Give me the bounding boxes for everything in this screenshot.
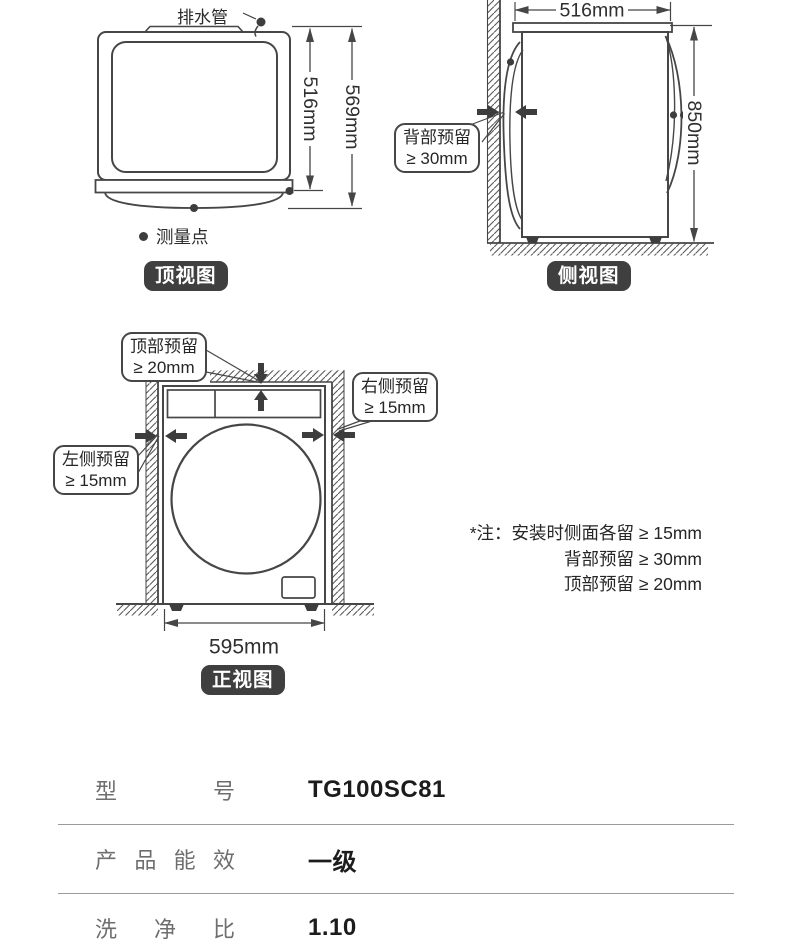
callout-left-line1: 左侧预留 (62, 450, 130, 469)
measure-point-dot-icon (139, 232, 148, 241)
service-flap (281, 576, 316, 599)
gap-arrow-right-icon (135, 429, 157, 443)
gap-arrow-right-icon (302, 428, 324, 442)
side-view-dim-width: 516mm (559, 0, 624, 22)
top-wall-hatch (210, 370, 344, 382)
gap-arrow-left-icon (515, 105, 537, 119)
measure-point-legend: 测量点 (139, 224, 209, 249)
measure-point-label: 测量点 (156, 227, 209, 247)
top-view-dim-516: 516mm (299, 76, 321, 141)
callout-left-line2: ≥ 15mm (65, 471, 127, 490)
spec-table: 型号 TG100SC81 产品能效 一级 洗净比 1.10 (58, 756, 734, 950)
spec-value-energy: 一级 (308, 848, 357, 876)
floor-hatch (332, 604, 374, 616)
callout-back-line2: ≥ 30mm (406, 149, 468, 168)
spec-label-energy: 产品能效 (95, 848, 235, 873)
drain-pipe-label: 排水管 (177, 8, 228, 27)
side-view-dim-height: 850mm (683, 100, 705, 165)
front-view-badge: 正视图 (201, 665, 285, 695)
measure-point-dot (285, 187, 294, 195)
wall-hatch (487, 0, 500, 243)
floor-hatch (117, 604, 158, 616)
floor-hatch (490, 243, 708, 256)
top-view-dim-569: 569mm (341, 84, 363, 149)
left-wall-hatch (146, 340, 158, 604)
door-circle (170, 423, 322, 575)
callout-right-line1: 右侧预留 (361, 377, 429, 396)
table-row: 产品能效 一级 (58, 824, 734, 893)
installation-note: *注：安装时侧面各留 ≥ 15mm 背部预留 ≥ 30mm 顶部预留 ≥ 20m… (470, 521, 702, 598)
front-view-dim-width: 595mm (209, 636, 279, 659)
note-line: 顶部预留 ≥ 20mm (564, 574, 702, 594)
callout-top-clearance: 顶部预留 ≥ 20mm (121, 332, 207, 382)
spec-label-wash-ratio: 洗净比 (95, 917, 235, 942)
drain-hose-icon (502, 41, 521, 230)
top-view-drawing: 516mm 569mm (94, 12, 363, 212)
callout-back-line1: 背部预留 (403, 128, 471, 147)
callout-top-line2: ≥ 20mm (133, 358, 195, 377)
gap-arrow-down-icon (254, 363, 268, 384)
spec-value-wash-ratio: 1.10 (308, 914, 357, 941)
right-wall-hatch (332, 370, 344, 604)
side-view-drawing: 516mm 850mm (469, 0, 714, 256)
measure-point-dot (190, 204, 198, 212)
note-line: *注：安装时侧面各留 ≥ 15mm (469, 523, 702, 543)
callout-right-clearance: 右侧预留 ≥ 15mm (352, 372, 438, 422)
top-view-badge: 顶视图 (144, 261, 228, 291)
drain-pipe-icon (254, 25, 259, 37)
gap-arrow-left-icon (333, 428, 355, 442)
callout-top-line1: 顶部预留 (130, 337, 198, 356)
callout-back-clearance: 背部预留 ≥ 30mm (394, 123, 480, 173)
note-line: 背部预留 ≥ 30mm (564, 548, 702, 569)
table-row: 洗净比 1.10 (58, 893, 734, 950)
installation-diagrams: 516mm 569mm (94, 0, 714, 659)
callout-left-clearance: 左侧预留 ≥ 15mm (53, 445, 139, 495)
spec-value-model: TG100SC81 (308, 776, 446, 803)
side-view-badge: 侧视图 (547, 261, 631, 291)
table-row: 型号 TG100SC81 (58, 756, 734, 824)
gap-arrow-up-icon (254, 390, 268, 411)
front-view-drawing: 595mm (116, 340, 383, 659)
spec-label-model: 型号 (95, 779, 235, 804)
callout-right-line2: ≥ 15mm (364, 398, 426, 417)
gap-arrow-left-icon (165, 429, 187, 443)
